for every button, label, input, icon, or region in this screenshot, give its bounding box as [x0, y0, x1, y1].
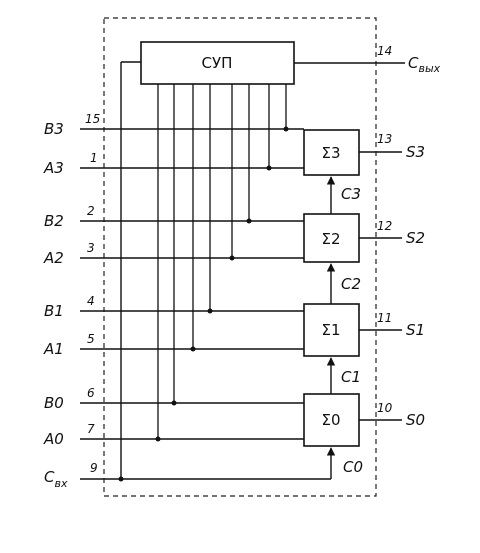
module-boundary — [103, 17, 377, 497]
pin-s2: 12 — [377, 219, 392, 233]
pin-s1: 11 — [377, 311, 392, 325]
adder-3: Σ3 — [303, 129, 360, 176]
lookahead-taps — [157, 84, 287, 439]
output-s3-label: S3 — [406, 143, 425, 161]
pin-b2: 2 — [87, 204, 95, 218]
pin-cin: 9 — [90, 461, 98, 475]
tap-junctions — [155, 126, 289, 442]
pin-b3: 15 — [85, 112, 100, 126]
adder-0-label: Σ0 — [321, 411, 340, 429]
c0-label: C0 — [343, 458, 363, 476]
input-wires — [80, 128, 304, 440]
cin-label: Cвх — [44, 468, 68, 490]
input-b2-label: B2 — [44, 212, 64, 230]
adder-1-label: Σ1 — [321, 321, 340, 339]
input-a0-label: A0 — [43, 430, 64, 448]
pin-s0: 10 — [377, 401, 393, 415]
cout-label: Cвых — [408, 54, 441, 75]
pin-a0: 7 — [87, 422, 95, 436]
input-a3-label: A3 — [43, 159, 64, 177]
c2-label: C2 — [341, 275, 361, 293]
c3-label: C3 — [341, 185, 361, 203]
adder-3-label: Σ3 — [321, 144, 340, 162]
lookahead-block-label: СУП — [202, 54, 233, 72]
adder-2-label: Σ2 — [321, 230, 340, 248]
input-b1-label: B1 — [44, 302, 64, 320]
pin-cout: 14 — [377, 44, 392, 58]
input-b0-label: B0 — [44, 394, 64, 412]
pin-b1: 4 — [87, 294, 95, 308]
input-a2-label: A2 — [43, 249, 64, 267]
output-s2-label: S2 — [406, 229, 425, 247]
output-wires — [359, 151, 402, 421]
pin-a1: 5 — [87, 332, 95, 346]
adder-1: Σ1 — [303, 303, 360, 357]
pin-s3: 13 — [377, 132, 392, 146]
output-s0-label: S0 — [406, 411, 425, 429]
adder-2: Σ2 — [303, 213, 360, 263]
pin-a3: 1 — [90, 151, 98, 165]
output-s1-label: S1 — [406, 321, 425, 339]
input-b3-label: B3 — [44, 120, 64, 138]
cin-junction — [118, 476, 124, 482]
pin-b0: 6 — [87, 386, 95, 400]
input-a1-label: A1 — [43, 340, 64, 358]
pin-a2: 3 — [87, 241, 95, 255]
adder-0: Σ0 — [303, 393, 360, 447]
c1-label: C1 — [341, 368, 361, 386]
